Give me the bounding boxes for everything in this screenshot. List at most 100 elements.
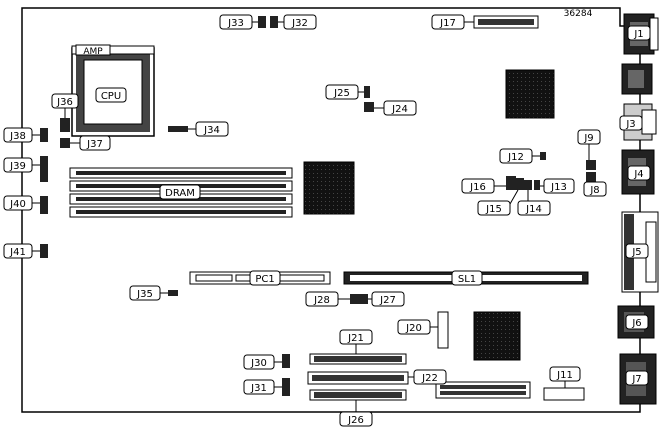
label-j31: J31 xyxy=(250,383,267,394)
label-j15: J15 xyxy=(485,204,502,215)
label-j6: J6 xyxy=(631,318,641,329)
header-j11 xyxy=(543,387,585,401)
dram-label: DRAM xyxy=(165,188,195,199)
jumper-block-j24 xyxy=(364,102,374,112)
label-j24: J24 xyxy=(391,104,408,115)
label-j40: J40 xyxy=(9,199,26,210)
jumper-block-j14 xyxy=(524,180,532,190)
jumper-block-j16 xyxy=(506,176,516,190)
cpu-label: CPU xyxy=(101,91,121,102)
label-j13: J13 xyxy=(550,182,567,193)
callout-j21: J21 xyxy=(339,329,373,354)
label-j20: J20 xyxy=(405,323,422,334)
label-j14: J14 xyxy=(525,204,542,215)
callout-j36: J36 xyxy=(51,93,79,118)
pc1-label: PC1 xyxy=(255,274,274,285)
jumper-block-j15 xyxy=(516,178,524,190)
callout-j6: J6 xyxy=(625,314,649,330)
sl1-label-box xyxy=(451,270,483,286)
chip-lower xyxy=(473,311,521,361)
jumper-block-j38 xyxy=(40,128,48,142)
jumper-block-j37 xyxy=(60,138,70,148)
callout-j30: J30 xyxy=(243,354,282,370)
callout-j1: J1 xyxy=(627,25,651,41)
jumper-block-j9 xyxy=(586,160,596,170)
label-j34: J34 xyxy=(203,125,220,136)
callout-j8: J8 xyxy=(583,181,607,197)
callout-j3: J3 xyxy=(619,115,643,131)
chip-upper-right xyxy=(505,69,555,119)
callout-j28: J28 xyxy=(305,291,350,307)
callout-j39: J39 xyxy=(3,157,40,173)
label-j33: J33 xyxy=(227,18,244,29)
jumper-block-j12 xyxy=(540,152,546,160)
callout-j38: J38 xyxy=(3,127,40,143)
callout-j7: J7 xyxy=(625,370,649,386)
label-j39: J39 xyxy=(9,161,26,172)
jumper-block-j28 xyxy=(350,294,360,304)
header-bottom-strip xyxy=(435,381,531,399)
sl1-label: SL1 xyxy=(458,274,476,285)
label-j38: J38 xyxy=(9,131,26,142)
cpu-label-box xyxy=(95,87,127,103)
label-j30: J30 xyxy=(250,358,267,369)
callout-j14: J14 xyxy=(517,190,551,216)
connector-j2-port xyxy=(621,63,653,95)
callout-j32: J32 xyxy=(278,14,317,30)
callout-j41: J41 xyxy=(3,243,40,259)
callout-j13: J13 xyxy=(540,178,575,194)
label-j3: J3 xyxy=(625,119,635,130)
header-j17 xyxy=(473,15,539,29)
jumper-block-j39 xyxy=(40,156,48,182)
label-j25: J25 xyxy=(333,88,350,99)
label-j41: J41 xyxy=(9,247,26,258)
header-j22 xyxy=(307,371,409,385)
callout-j17: J17 xyxy=(431,14,474,30)
amp-label: AMP xyxy=(83,47,103,57)
header-j21 xyxy=(309,353,407,365)
callout-j4: J4 xyxy=(627,165,651,181)
callout-j37: J37 xyxy=(70,135,111,151)
jumper-block-j32 xyxy=(270,16,278,28)
label-j9: J9 xyxy=(583,133,593,144)
callout-j27: J27 xyxy=(368,291,405,307)
callout-j16: J16 xyxy=(461,178,506,194)
callout-j34: J34 xyxy=(188,121,229,137)
label-j11: J11 xyxy=(556,370,573,381)
label-j28: J28 xyxy=(313,295,330,306)
label-j4: J4 xyxy=(633,169,643,180)
label-j5: J5 xyxy=(631,247,641,258)
header-j26 xyxy=(309,389,407,401)
label-j36: J36 xyxy=(56,97,73,108)
amp-label-box xyxy=(75,44,111,56)
label-j32: J32 xyxy=(291,18,308,29)
callout-j11: J11 xyxy=(549,366,581,388)
jumper-block-j41 xyxy=(40,244,48,258)
figure-code: 36284 xyxy=(564,9,593,19)
callout-j35: J35 xyxy=(129,285,168,301)
callout-j40: J40 xyxy=(3,195,40,211)
callout-j20: J20 xyxy=(397,319,438,335)
jumper-block-j27 xyxy=(360,294,368,304)
jumper-block-j8 xyxy=(586,172,596,186)
callout-j5: J5 xyxy=(625,243,649,259)
callout-j12: J12 xyxy=(499,148,540,164)
label-j27: J27 xyxy=(379,295,396,306)
chip-middle xyxy=(303,161,355,215)
label-j17: J17 xyxy=(439,18,456,29)
callout-j24: J24 xyxy=(374,100,417,116)
callout-j33: J33 xyxy=(219,14,258,30)
jumper-block-j40 xyxy=(40,196,48,214)
jumper-block-j13 xyxy=(534,180,540,190)
jumper-block-j33 xyxy=(258,16,266,28)
callout-j15: J15 xyxy=(477,189,519,216)
callout-j26: J26 xyxy=(339,400,373,427)
label-j8: J8 xyxy=(589,185,599,196)
label-j12: J12 xyxy=(507,152,524,163)
label-j1: J1 xyxy=(633,29,643,40)
callout-j22: J22 xyxy=(408,369,447,385)
jumper-block-j35 xyxy=(168,290,178,296)
jumper-block-j34 xyxy=(168,126,188,132)
pc1-label-box xyxy=(249,270,281,286)
